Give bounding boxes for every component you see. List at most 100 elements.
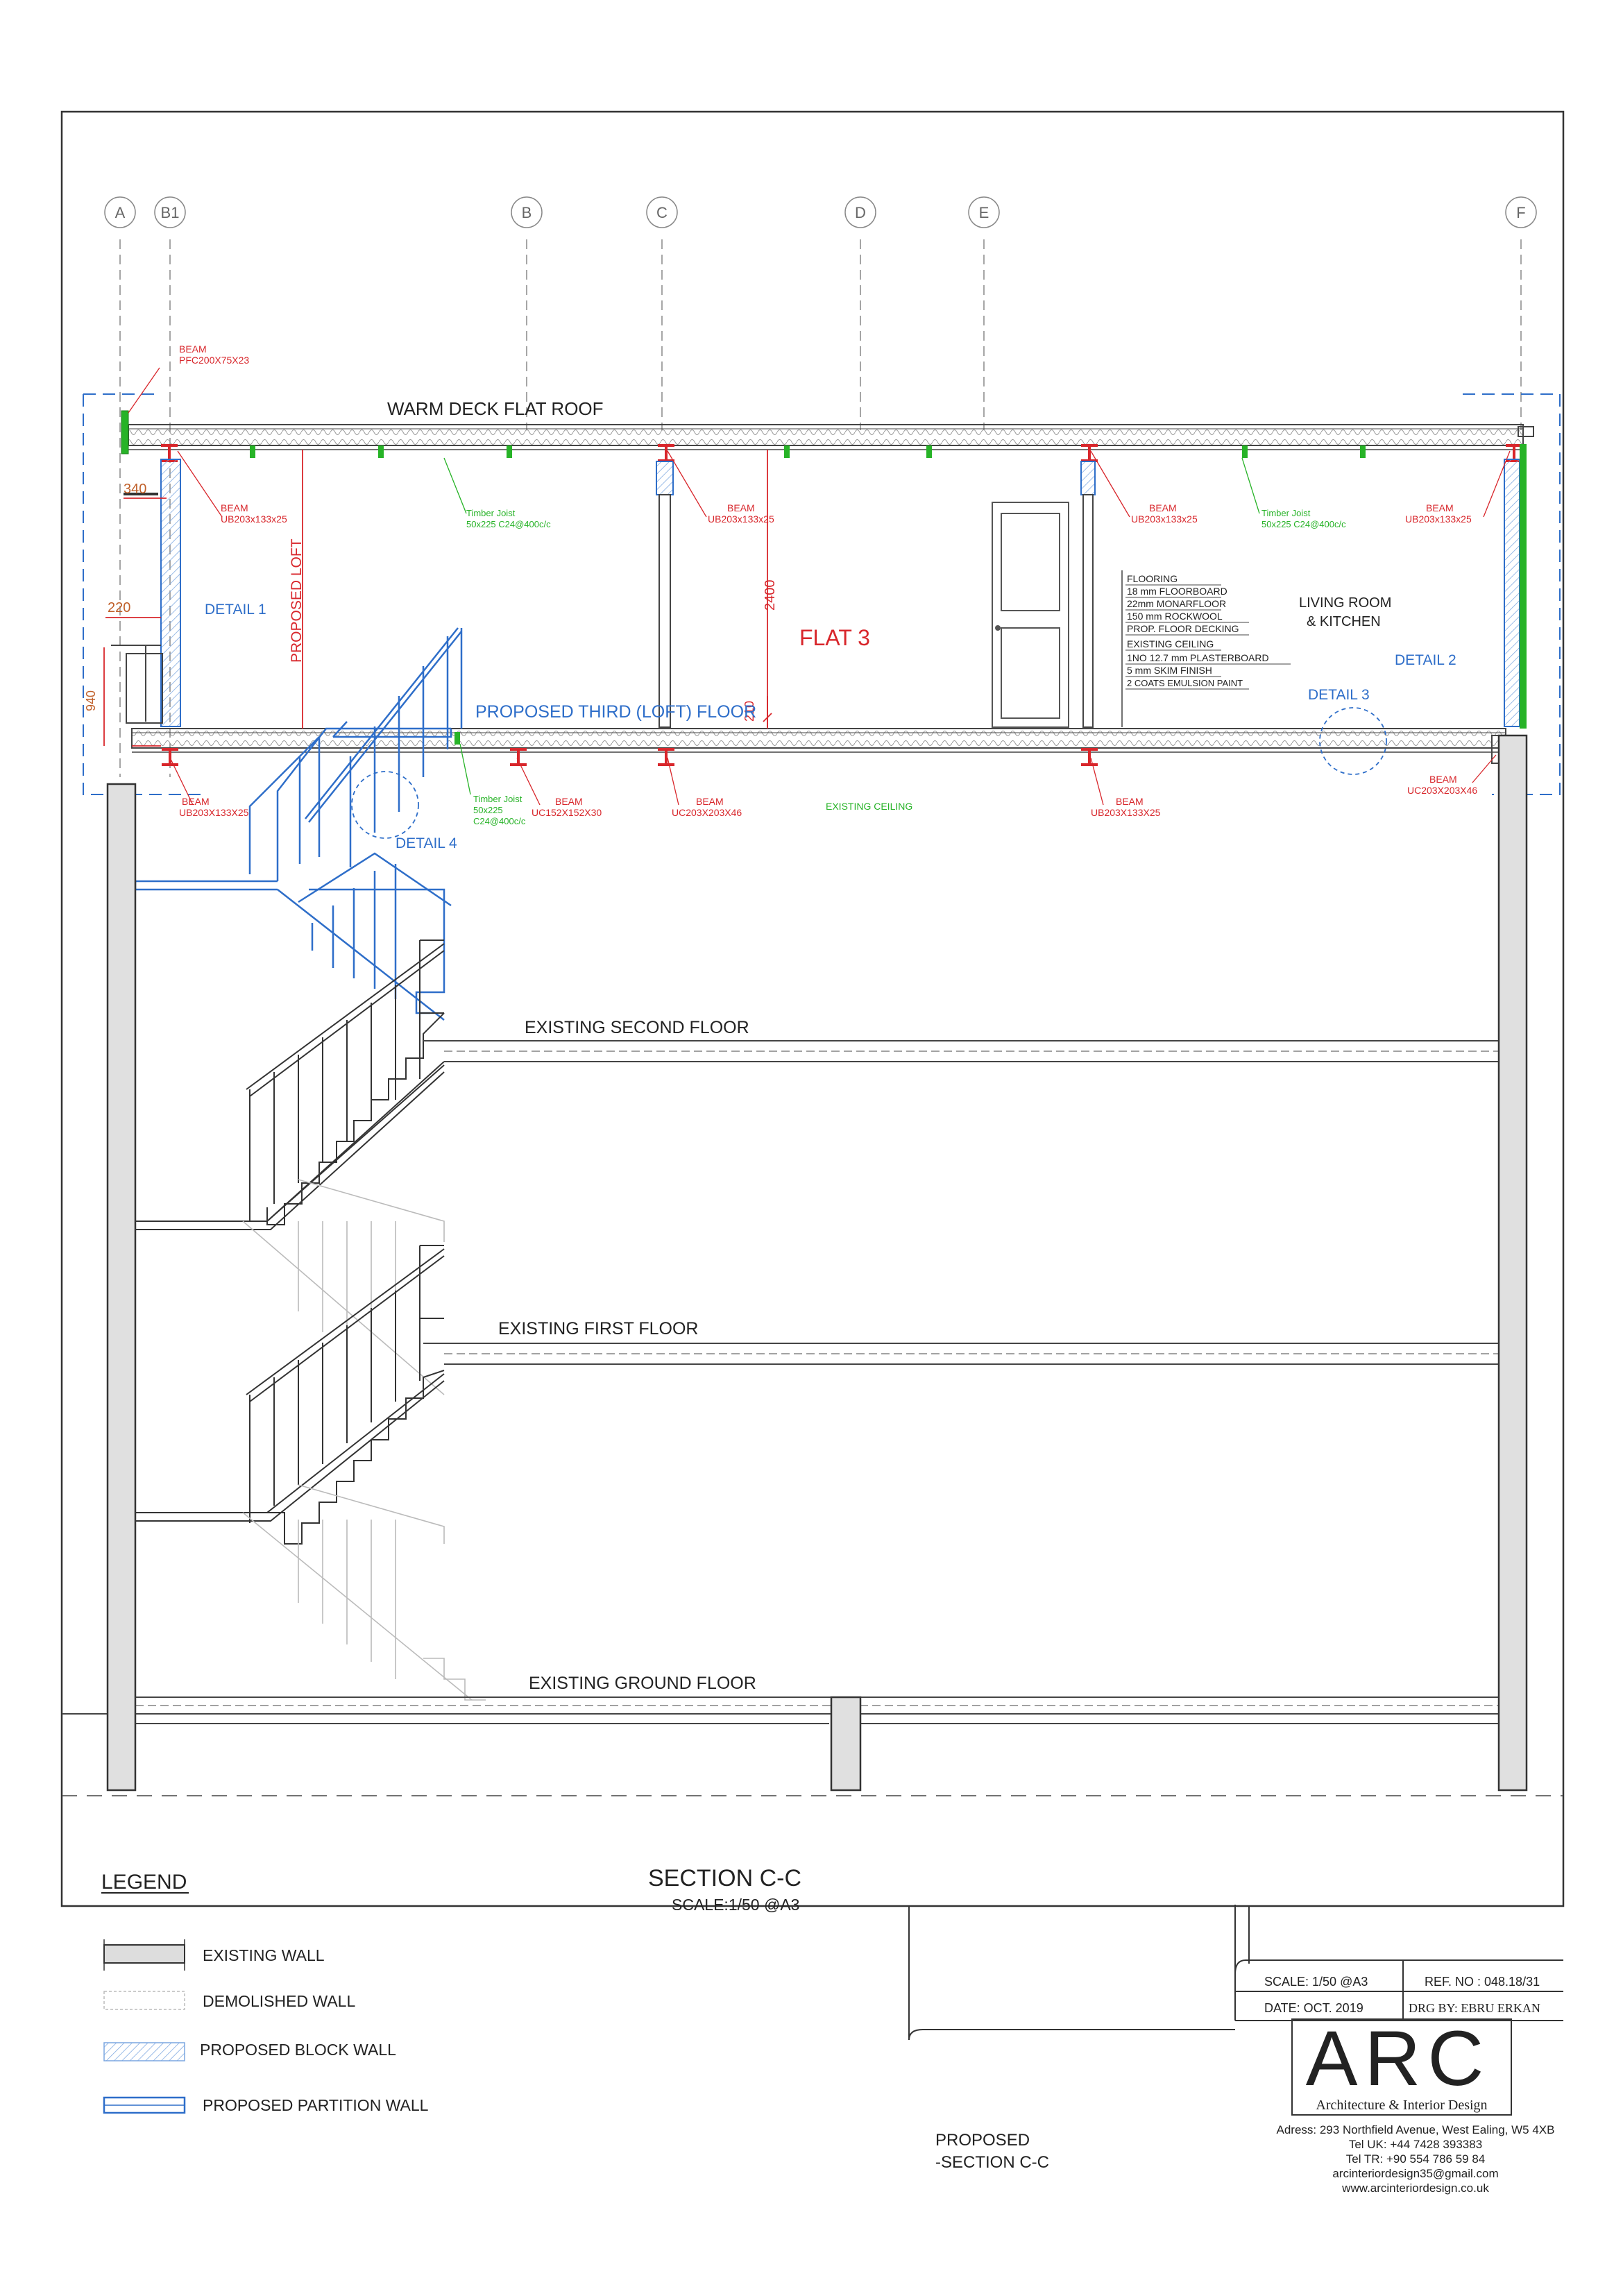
leader-lines [128, 367, 1511, 806]
beam-uc203-2-word: BEAM [1429, 774, 1457, 785]
tb-date: DATE: OCT. 2019 [1264, 2001, 1363, 2015]
detail-4-circle [351, 771, 419, 839]
demolished-stair-upper [242, 1179, 445, 1395]
beam-ub2-word: BEAM [727, 502, 755, 513]
svg-text:B: B [522, 204, 532, 221]
tb-drawing-title-1: PROPOSED [935, 2131, 1030, 2150]
tb-address: Adress: 293 Northfield Avenue, West Eali… [1277, 2123, 1555, 2136]
tb-tel-tr: Tel TR: +90 554 786 59 84 [1346, 2152, 1486, 2166]
note-skim: 5 mm SKIM FINISH [1127, 665, 1212, 676]
legend-block-wall-label: PROPOSED BLOCK WALL [200, 2041, 396, 2059]
beam-uc203-1-word: BEAM [696, 796, 724, 807]
beam-uc203-1-spec: UC203X203X46 [672, 807, 742, 818]
existing-stair-upper [135, 939, 445, 1230]
dim-2400: 2400 [763, 580, 778, 611]
tb-drawing-title-2: -SECTION C-C [935, 2153, 1049, 2172]
joist-3-spec-b: C24@400c/c [473, 816, 526, 826]
beam-ub4-spec: UB203x133x25 [1405, 513, 1472, 525]
svg-text:E: E [979, 204, 989, 221]
roof-slab [128, 424, 1534, 450]
beam-low1-spec: UB203X133X25 [179, 807, 249, 818]
demolished-stair-lower [242, 1484, 486, 1701]
door-elevation [992, 502, 1069, 728]
tb-ref: REF. NO : 048.18/31 [1425, 1975, 1540, 1989]
second-floor-title: EXISTING SECOND FLOOR [525, 1018, 749, 1037]
beam-ub1-word: BEAM [221, 502, 248, 513]
partition-c [656, 461, 674, 728]
note-decking: PROP. FLOOR DECKING [1127, 623, 1239, 634]
room-label-line1: LIVING ROOM [1299, 595, 1391, 611]
detail-1-label: DETAIL 1 [205, 602, 266, 618]
joist-2-spec: 50x225 C24@400c/c [1261, 519, 1346, 529]
beam-pfc-spec: PFC200X75X23 [179, 355, 249, 366]
title-block [908, 1905, 1563, 2116]
svg-text:F: F [1516, 204, 1525, 221]
leader-lines-green [443, 457, 1260, 795]
beam-uc152-spec: UC152X152X30 [532, 807, 602, 818]
company-logo: ARC [1306, 2015, 1490, 2102]
legend-demolished-wall-swatch [103, 1991, 185, 2010]
room-label-line2: & KITCHEN [1307, 614, 1381, 629]
dim-940: 940 [84, 690, 98, 711]
joist-3-spec-a: 50x225 [473, 805, 503, 815]
flat-3-label: FLAT 3 [799, 625, 870, 650]
loft-stair-guard [111, 645, 163, 724]
grid-bubble-c: C [646, 196, 678, 228]
tb-scale: SCALE: 1/50 @A3 [1264, 1975, 1368, 1989]
legend-title: LEGEND [101, 1871, 187, 1894]
first-floor-title: EXISTING FIRST FLOOR [498, 1319, 698, 1338]
legend-partition-wall-swatch [103, 2096, 186, 2114]
legend: LEGEND EXISTING WALL DEMOLISHED WALL PRO… [101, 1871, 429, 2114]
dim-340: 340 [124, 482, 146, 497]
loft-right-wall [1504, 444, 1527, 729]
company-logo-subtitle: Architecture & Interior Design [1316, 2098, 1487, 2113]
note-monarfloor: 22mm MONARFLOOR [1127, 598, 1226, 609]
note-existing-ceiling: EXISTING CEILING [1127, 638, 1214, 649]
legend-existing-wall-swatch [103, 1939, 185, 1971]
legend-existing-wall-label: EXISTING WALL [203, 1946, 325, 1964]
legend-demolished-wall-label: DEMOLISHED WALL [203, 1992, 355, 2010]
legend-block-wall-swatch [103, 2042, 185, 2061]
detail-1-boundary [83, 393, 201, 795]
joist-marks [250, 445, 1366, 745]
section-title: SECTION C-C [648, 1865, 801, 1891]
flooring-notes: FLOORING 18 mm FLOORBOARD 22mm MONARFLOO… [1125, 573, 1291, 690]
parapet-upstand [121, 410, 129, 454]
note-floorboard: 18 mm FLOORBOARD [1127, 586, 1227, 597]
beam-ub1-spec: UB203x133x25 [221, 513, 287, 525]
dim-220: 220 [108, 600, 130, 615]
svg-text:B1: B1 [161, 204, 180, 221]
existing-first-floor-slab [423, 1343, 1499, 1365]
svg-text:D: D [855, 204, 866, 221]
svg-text:A: A [115, 204, 126, 221]
note-plasterboard: 1NO 12.7 mm PLASTERBOARD [1127, 652, 1269, 663]
grid-bubble-b1: B1 [154, 196, 186, 228]
tb-web: www.arcinteriordesign.co.uk [1341, 2182, 1489, 2195]
grid-bubble-b: B [511, 196, 543, 228]
grid-bubble-a: A [104, 196, 136, 228]
existing-central-pier [830, 1696, 862, 1792]
detail-4-label: DETAIL 4 [396, 835, 457, 851]
beam-low1-word: BEAM [182, 796, 210, 807]
dimension-lines [103, 450, 772, 747]
beam-pfc-word: BEAM [179, 343, 207, 355]
partition-d [1080, 461, 1096, 728]
note-flooring: FLOORING [1127, 573, 1178, 584]
existing-stair-lower [135, 1245, 445, 1545]
detail-3-label: DETAIL 3 [1308, 687, 1370, 703]
grid-bubble-d: D [844, 196, 876, 228]
joist-1-spec: 50x225 C24@400c/c [466, 519, 551, 529]
legend-partition-wall-label: PROPOSED PARTITION WALL [203, 2096, 429, 2114]
joist-3-label: Timber Joist [473, 794, 522, 804]
loft-floor-slab [131, 728, 1506, 753]
detail-2-label: DETAIL 2 [1395, 652, 1456, 668]
joist-2-label: Timber Joist [1261, 508, 1311, 518]
existing-ground-floor-slab [62, 1697, 1499, 1724]
joist-1-label: Timber Joist [466, 508, 516, 518]
beam-uc203-2-spec: UC203X203X46 [1407, 785, 1477, 796]
svg-text:C: C [656, 204, 668, 221]
beam-low2-word: BEAM [1116, 796, 1144, 807]
beam-ub2-spec: UB203x133x25 [708, 513, 774, 525]
tb-drawn-by: DRG BY: EBRU ERKAN [1409, 2001, 1540, 2015]
